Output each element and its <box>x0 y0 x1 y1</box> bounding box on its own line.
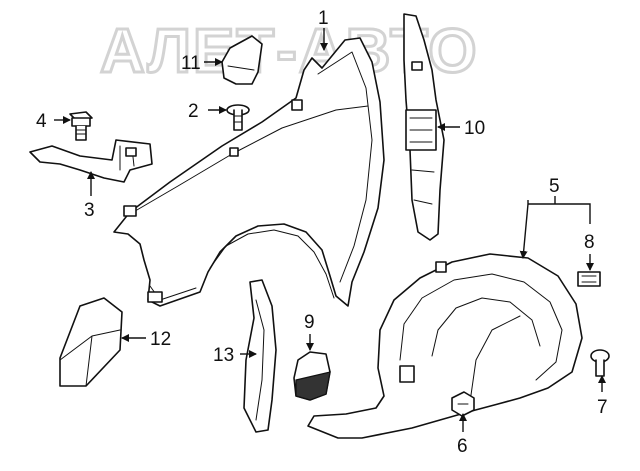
insulator-block-part <box>59 297 123 387</box>
callout-12: 12 <box>150 329 171 350</box>
callout-1: 1 <box>318 8 329 29</box>
callout-9: 9 <box>304 312 315 333</box>
cover-part <box>221 35 263 85</box>
callout-3: 3 <box>84 200 95 221</box>
bolt-part <box>69 111 93 141</box>
fender-liner-part <box>307 253 583 439</box>
callout-6: 6 <box>457 436 468 457</box>
callout-4: 4 <box>36 111 47 132</box>
callout-7: 7 <box>597 397 608 418</box>
strip-part <box>243 279 277 433</box>
nut-clip-part <box>577 271 601 287</box>
callout-2: 2 <box>188 101 199 122</box>
seal-panel-part <box>403 13 445 241</box>
callout-13: 13 <box>213 345 234 366</box>
leader-lines <box>54 28 606 432</box>
callout-5: 5 <box>549 176 560 197</box>
bracket-part <box>29 139 153 183</box>
callout-11: 11 <box>181 53 201 74</box>
callout-10: 10 <box>464 118 485 139</box>
grommet-part <box>293 351 331 401</box>
fender-part <box>113 37 385 307</box>
bolt-6-part <box>451 391 475 417</box>
screw-part <box>590 349 610 377</box>
clip-part <box>226 104 250 131</box>
callout-8: 8 <box>584 232 595 253</box>
